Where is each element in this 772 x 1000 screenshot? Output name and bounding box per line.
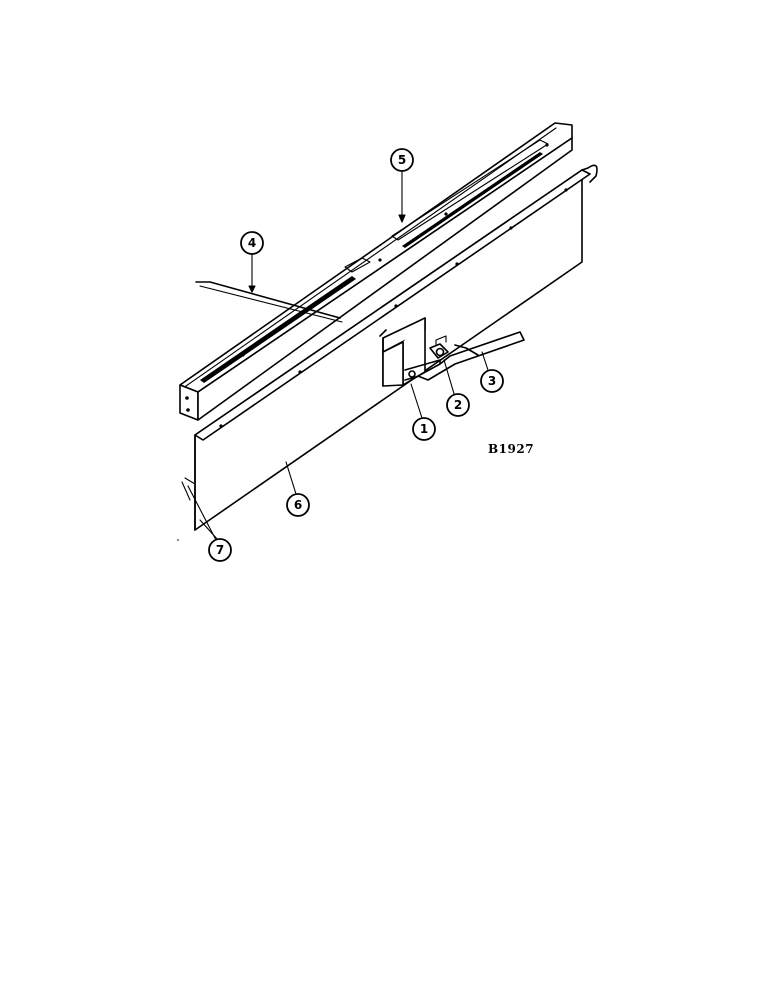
lever-handle [417, 331, 525, 381]
svg-text:6: 6 [294, 498, 302, 512]
svg-text:4: 4 [248, 236, 256, 250]
callout-4: 4 [240, 231, 264, 255]
rod [195, 281, 343, 323]
svg-text:2: 2 [454, 398, 462, 412]
upper-rail [179, 122, 573, 421]
stray-mark [177, 539, 179, 541]
callout-1: 1 [412, 417, 436, 441]
callout-5: 5 [390, 148, 414, 172]
svg-text:3: 3 [488, 374, 496, 388]
leader-lines [187, 170, 489, 541]
svg-text:5: 5 [398, 153, 406, 167]
svg-text:7: 7 [216, 543, 224, 557]
callout-6: 6 [286, 493, 310, 517]
callout-7: 7 [208, 538, 232, 562]
bracket [379, 317, 441, 387]
svg-text:1: 1 [420, 422, 428, 436]
callout-2: 2 [446, 393, 470, 417]
figure-id-label: B1927 [488, 442, 534, 456]
callout-3: 3 [480, 369, 504, 393]
